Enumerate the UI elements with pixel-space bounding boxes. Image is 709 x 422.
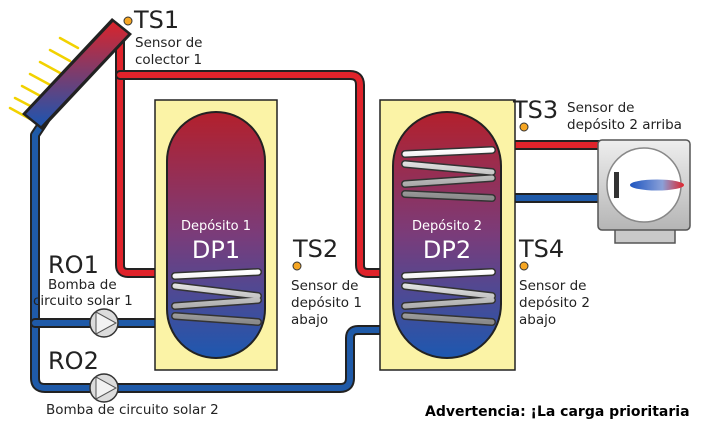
ts1-desc-line1: Sensor de <box>135 35 203 51</box>
ro1-desc-line1: Bomba de <box>48 277 117 293</box>
ts1-desc-line2: colector 1 <box>135 52 203 68</box>
ts4-desc-line1: Sensor de <box>519 278 587 294</box>
ro1-label: RO1 <box>48 251 99 279</box>
ts1-label: TS1 <box>134 6 180 34</box>
boiler-icon <box>597 139 691 244</box>
ts2-desc-line1: Sensor de <box>291 278 359 294</box>
ro1-desc-line2: circuito solar 1 <box>33 293 133 309</box>
ts2-desc-line3: abajo <box>291 312 329 328</box>
tank-1-code: DP1 <box>191 236 241 264</box>
ts2-label: TS2 <box>293 235 339 263</box>
tank-2-code: DP2 <box>422 236 472 264</box>
tank-1 <box>154 99 278 371</box>
ts3-label: TS3 <box>513 96 559 124</box>
ts2-desc-line2: depósito 1 <box>291 295 362 311</box>
ts4-label: TS4 <box>519 235 565 263</box>
tank-1-name: Depósito 1 <box>180 219 252 234</box>
pump-ro2-icon <box>89 373 119 403</box>
ts4-desc-line2: depósito 2 <box>519 295 590 311</box>
solar-collector-icon <box>22 18 132 130</box>
flame-icon <box>630 179 684 191</box>
pump-ro1-icon <box>89 308 119 338</box>
ro2-label: RO2 <box>48 347 99 375</box>
ts4-desc-line3: abajo <box>519 312 557 328</box>
hot-pipes <box>115 35 605 278</box>
ts3-desc-line2: depósito 2 arriba <box>567 117 682 133</box>
sensor-dot-icon <box>123 16 529 271</box>
sun-rays-icon <box>8 36 80 121</box>
ts3-desc-line1: Sensor de <box>567 100 635 116</box>
tank-2 <box>379 99 516 371</box>
tank-2-name: Depósito 2 <box>411 219 483 234</box>
warning-text: Advertencia: ¡La carga prioritaria <box>425 404 690 420</box>
ro2-desc: Bomba de circuito solar 2 <box>46 402 219 418</box>
